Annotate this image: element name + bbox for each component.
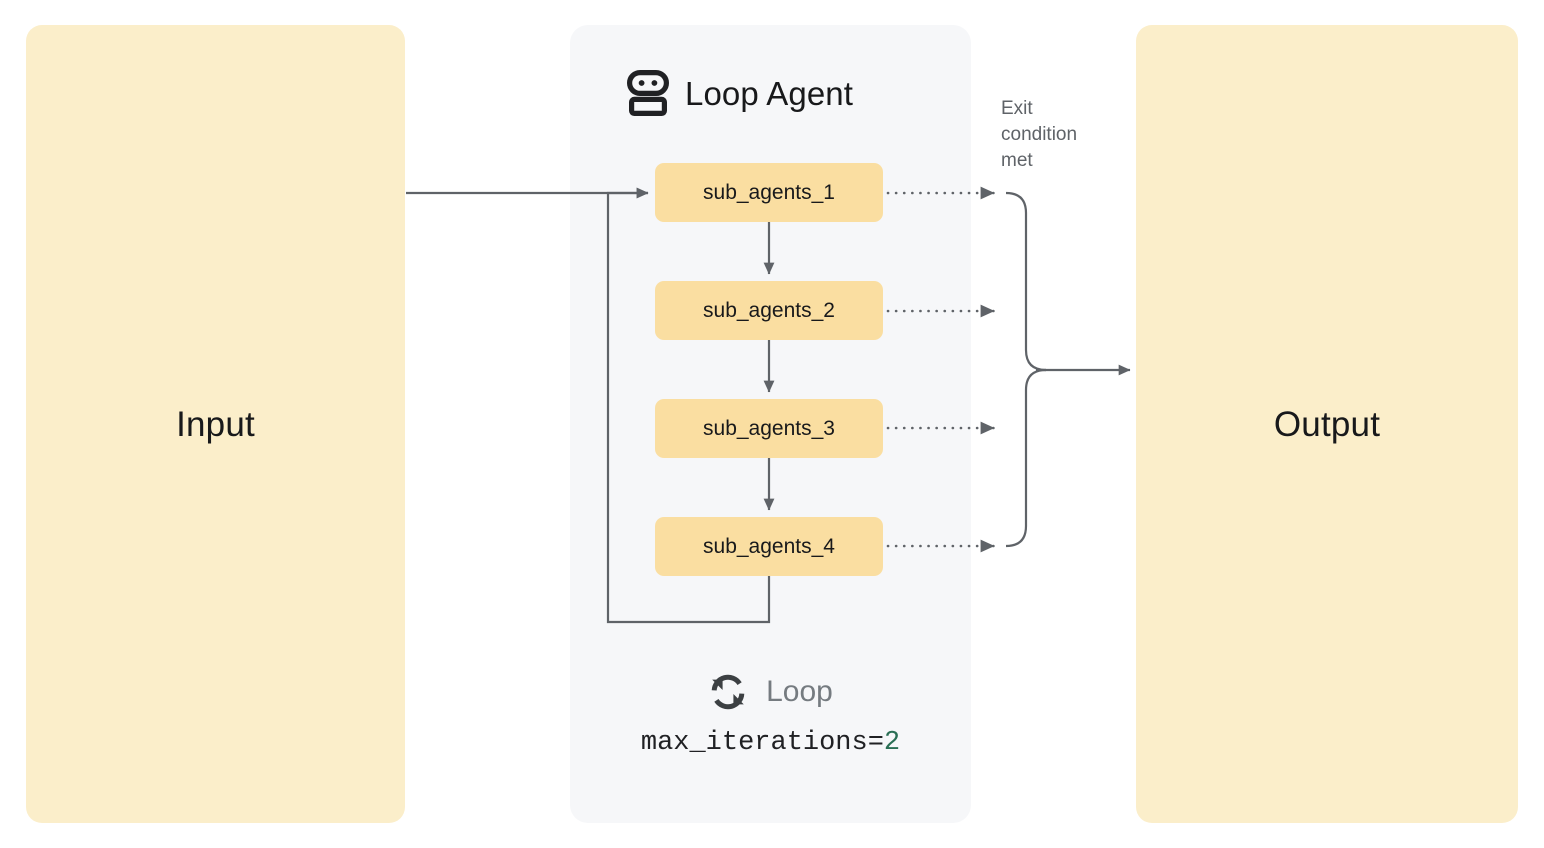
loop-refresh-icon <box>711 674 745 710</box>
exit-condition-annotation: Exit condition met <box>1001 98 1078 172</box>
loop-label: Loop <box>766 675 833 708</box>
agent-box-sub-agents-2[interactable]: sub_agents_2 <box>655 281 883 340</box>
output-panel: Output <box>1136 25 1518 823</box>
loop-agent-title: Loop Agent <box>685 74 853 112</box>
output-panel-label: Output <box>1273 404 1381 444</box>
loop-footer: Loop max_iterations=2 <box>570 668 971 758</box>
max-iterations-value: max_iterations=2 <box>641 728 900 758</box>
wire-merge-lower <box>1005 368 1047 548</box>
agent-label: sub_agents_2 <box>703 299 835 322</box>
agent-label: sub_agents_3 <box>703 417 835 440</box>
agent-label: sub_agents_4 <box>703 535 835 558</box>
input-panel: Input <box>26 25 405 823</box>
input-panel-label: Input <box>176 404 255 444</box>
max-iterations-key: max_iterations= <box>640 728 884 758</box>
wire-merge-upper <box>1005 191 1047 372</box>
loop-agent-header: Loop Agent <box>627 62 853 124</box>
robot-icon <box>627 70 669 116</box>
loop-footer-row: Loop <box>708 668 833 716</box>
agent-box-sub-agents-1[interactable]: sub_agents_1 <box>655 163 883 222</box>
agent-label: sub_agents_1 <box>703 181 835 204</box>
agent-box-sub-agents-3[interactable]: sub_agents_3 <box>655 399 883 458</box>
max-iterations-number: 2 <box>883 728 901 758</box>
agent-box-sub-agents-4[interactable]: sub_agents_4 <box>655 517 883 576</box>
